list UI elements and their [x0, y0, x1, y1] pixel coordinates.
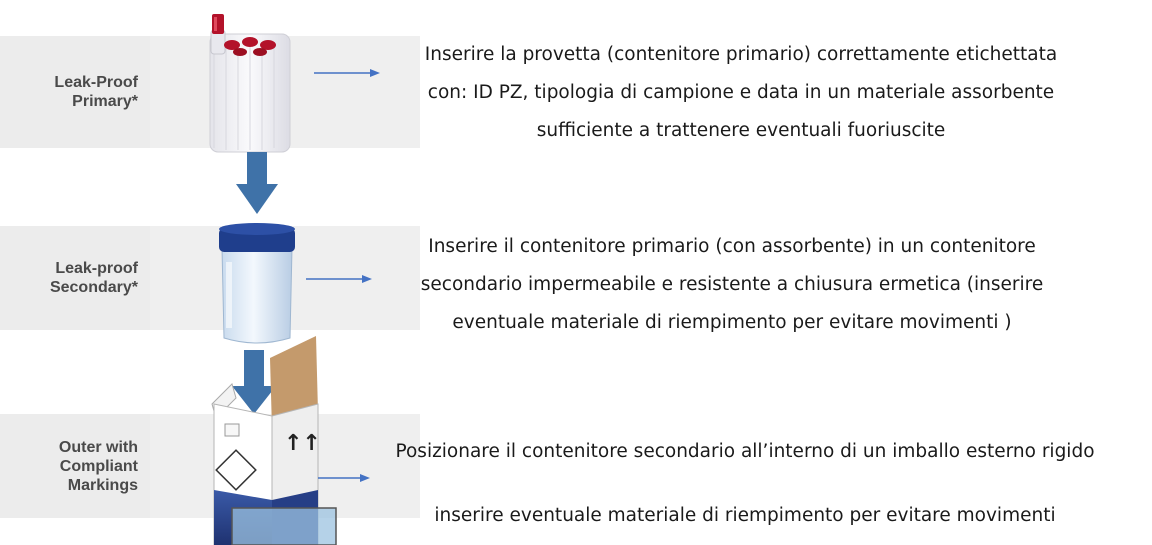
- step-description-primary: Inserire la provetta (contenitore primar…: [376, 36, 1106, 150]
- step-label-outer: Outer with Compliant Markings: [58, 438, 138, 494]
- arrow-to-text-2: [306, 275, 372, 283]
- step-label-box-primary: Leak-Proof Primary*: [0, 36, 150, 148]
- description-line: Inserire la provetta (contenitore primar…: [424, 44, 1058, 65]
- secondary-jar-image: [219, 223, 295, 344]
- description-line: secondario impermeabile e resistente a c…: [420, 274, 1044, 295]
- step-description-outer: Posizionare il contenitore secondario al…: [348, 432, 1142, 536]
- arrow-to-text-1: [314, 69, 380, 77]
- svg-text:↑↑: ↑↑: [284, 431, 321, 456]
- outer-box-image: ↑↑: [211, 336, 337, 545]
- primary-tube-bag-image: [209, 14, 291, 153]
- description-line: con: ID PZ, tipologia di campione e data…: [427, 82, 1055, 103]
- step-label-box-outer: Outer with Compliant Markings: [0, 414, 150, 518]
- description-line: inserire eventuale materiale di riempime…: [434, 505, 1056, 526]
- step-label-secondary: Leak-proof Secondary*: [49, 260, 138, 296]
- down-arrow-2: [232, 350, 276, 414]
- description-line: eventuale materiale di riempimento per e…: [452, 312, 1012, 333]
- description-line: sufficiente a trattenere eventuali fuori…: [536, 120, 946, 141]
- step-description-secondary: Inserire il contenitore primario (con as…: [372, 228, 1092, 342]
- description-line: Inserire il contenitore primario (con as…: [428, 236, 1036, 257]
- arrow-to-text-3: [318, 474, 370, 482]
- step-label-box-secondary: Leak-proof Secondary*: [0, 226, 150, 330]
- step-label-primary: Leak-Proof Primary*: [54, 74, 138, 110]
- description-line: Posizionare il contenitore secondario al…: [395, 441, 1095, 462]
- down-arrow-1: [236, 152, 278, 214]
